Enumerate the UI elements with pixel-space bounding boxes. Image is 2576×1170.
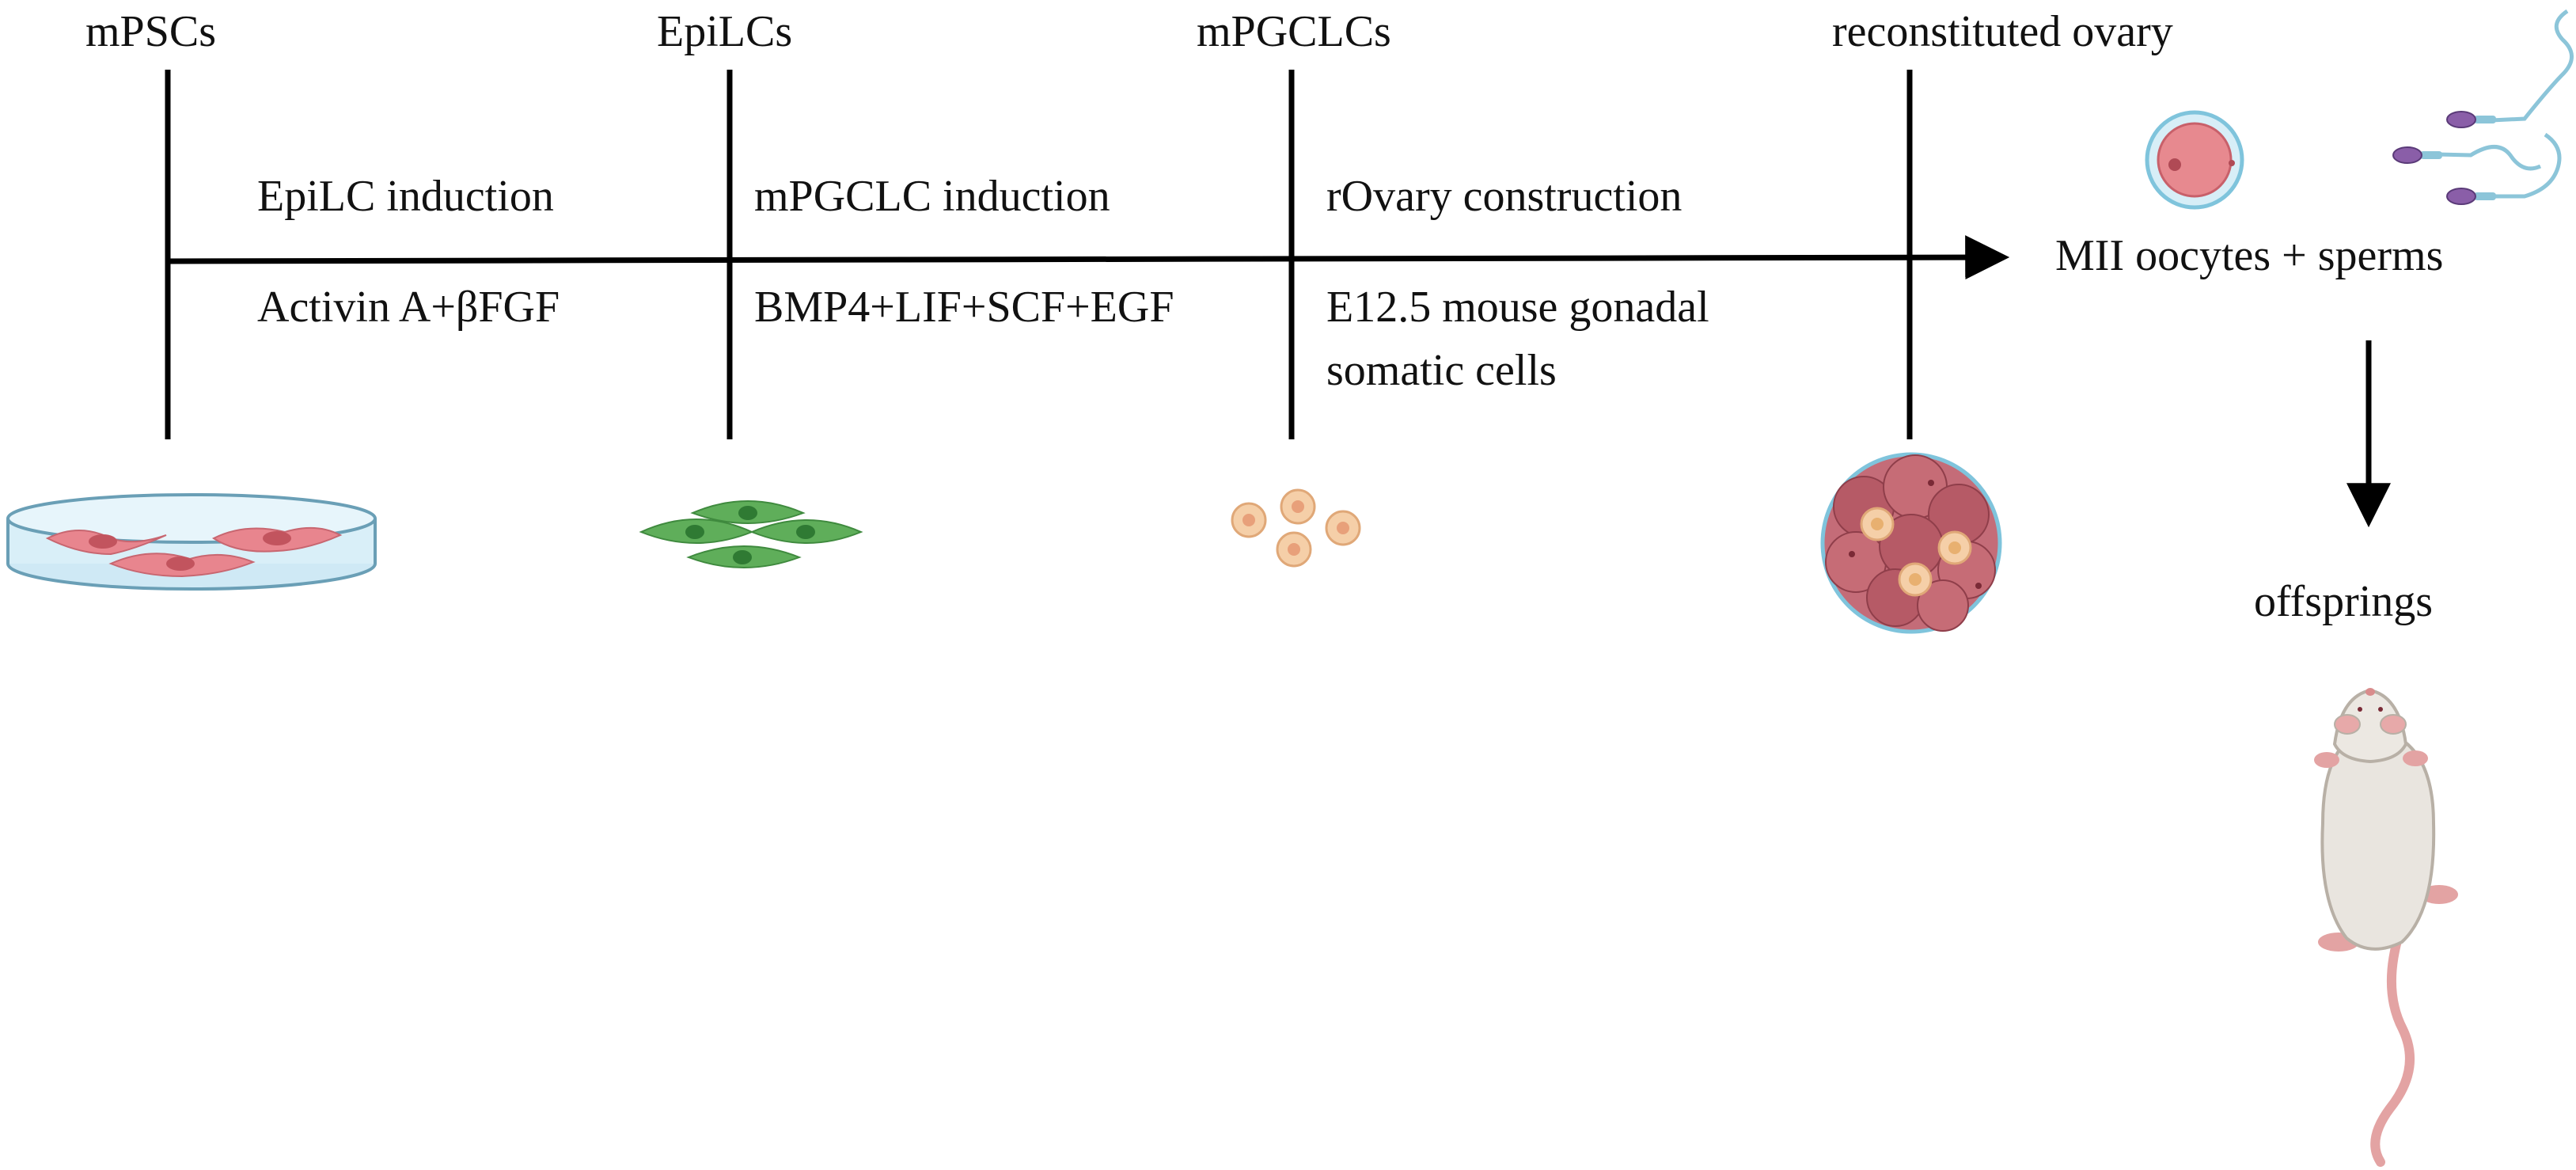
epilc-cells-icon xyxy=(639,500,863,568)
stage-label-mpgclcs: mPGCLCs xyxy=(1197,7,1391,56)
stage-label-reconstituted-ovary: reconstituted ovary xyxy=(1832,7,2173,56)
mouse-icon xyxy=(2314,688,2458,1167)
stage-label-epilcs: EpiLCs xyxy=(657,7,793,56)
final-label: offsprings xyxy=(2254,577,2434,626)
petri-dish-icon xyxy=(6,493,377,591)
step-name-epilc-induction: EpiLC induction xyxy=(257,172,554,221)
stage-label-mpscs: mPSCs xyxy=(85,7,216,56)
ovary-icon xyxy=(1820,452,2002,634)
timeline-arrow xyxy=(165,235,2010,280)
step-factors-epilc: Activin A+βFGF xyxy=(257,283,560,332)
step-name-mpgclc-induction: mPGCLC induction xyxy=(754,172,1110,221)
step-name-rovary-construction: rOvary construction xyxy=(1326,172,1683,221)
step-factors-rovary-line1: E12.5 mouse gonadal xyxy=(1326,283,1709,332)
step-factors-rovary-line2: somatic cells xyxy=(1326,346,1557,395)
step-factors-mpgclc: BMP4+LIF+SCF+EGF xyxy=(754,283,1174,332)
oocyte-icon xyxy=(2145,110,2244,210)
pgclc-cells-icon xyxy=(1231,488,1361,568)
outcome-label: MII oocytes + sperms xyxy=(2055,231,2444,280)
sperm-icon xyxy=(2392,9,2574,205)
